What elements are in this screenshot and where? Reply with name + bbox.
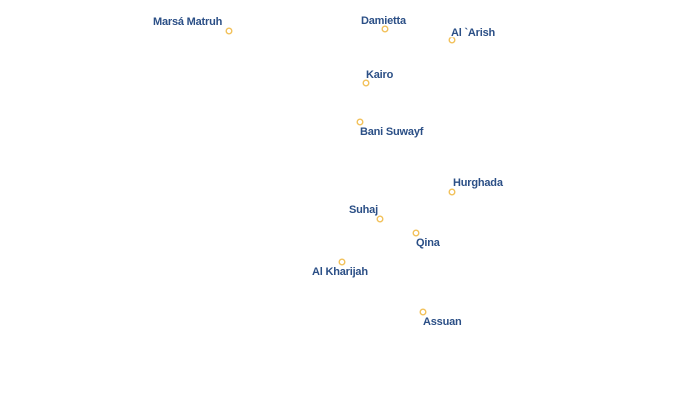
city-label: Kairo bbox=[366, 69, 394, 81]
city-dot[interactable] bbox=[362, 79, 370, 87]
city-marker-al-arish[interactable]: Al `Arish bbox=[448, 26, 497, 44]
city-label: Qina bbox=[416, 237, 441, 249]
city-label: Suhaj bbox=[349, 204, 378, 216]
city-marker-bani-suwayf[interactable]: Bani Suwayf bbox=[356, 118, 425, 140]
city-dot[interactable] bbox=[338, 258, 346, 266]
city-label: Bani Suwayf bbox=[360, 126, 424, 138]
city-label: Al `Arish bbox=[451, 27, 496, 39]
city-dot[interactable] bbox=[381, 25, 389, 33]
city-marker-assuan[interactable]: Assuan bbox=[419, 308, 464, 330]
city-marker-marsa-matruh[interactable]: Marsá Matruh bbox=[152, 15, 233, 35]
city-dot[interactable] bbox=[376, 215, 384, 223]
city-label: Al Kharijah bbox=[312, 266, 368, 278]
city-marker-suhaj[interactable]: Suhaj bbox=[348, 203, 384, 223]
city-label: Hurghada bbox=[453, 177, 504, 189]
city-dot[interactable] bbox=[419, 308, 427, 316]
city-dot[interactable] bbox=[225, 27, 233, 35]
city-dot[interactable] bbox=[356, 118, 364, 126]
city-label: Marsá Matruh bbox=[153, 16, 223, 28]
city-marker-al-kharijah[interactable]: Al Kharijah bbox=[311, 258, 370, 280]
city-marker-hurghada[interactable]: Hurghada bbox=[448, 176, 506, 196]
city-marker-kairo[interactable]: Kairo bbox=[362, 68, 395, 87]
city-label: Damietta bbox=[361, 15, 407, 27]
city-marker-qina[interactable]: Qina bbox=[412, 229, 442, 251]
city-dot[interactable] bbox=[412, 229, 420, 237]
city-label: Assuan bbox=[423, 316, 462, 328]
city-marker-damietta[interactable]: Damietta bbox=[360, 14, 409, 33]
city-dot[interactable] bbox=[448, 36, 456, 44]
city-dot[interactable] bbox=[448, 188, 456, 196]
